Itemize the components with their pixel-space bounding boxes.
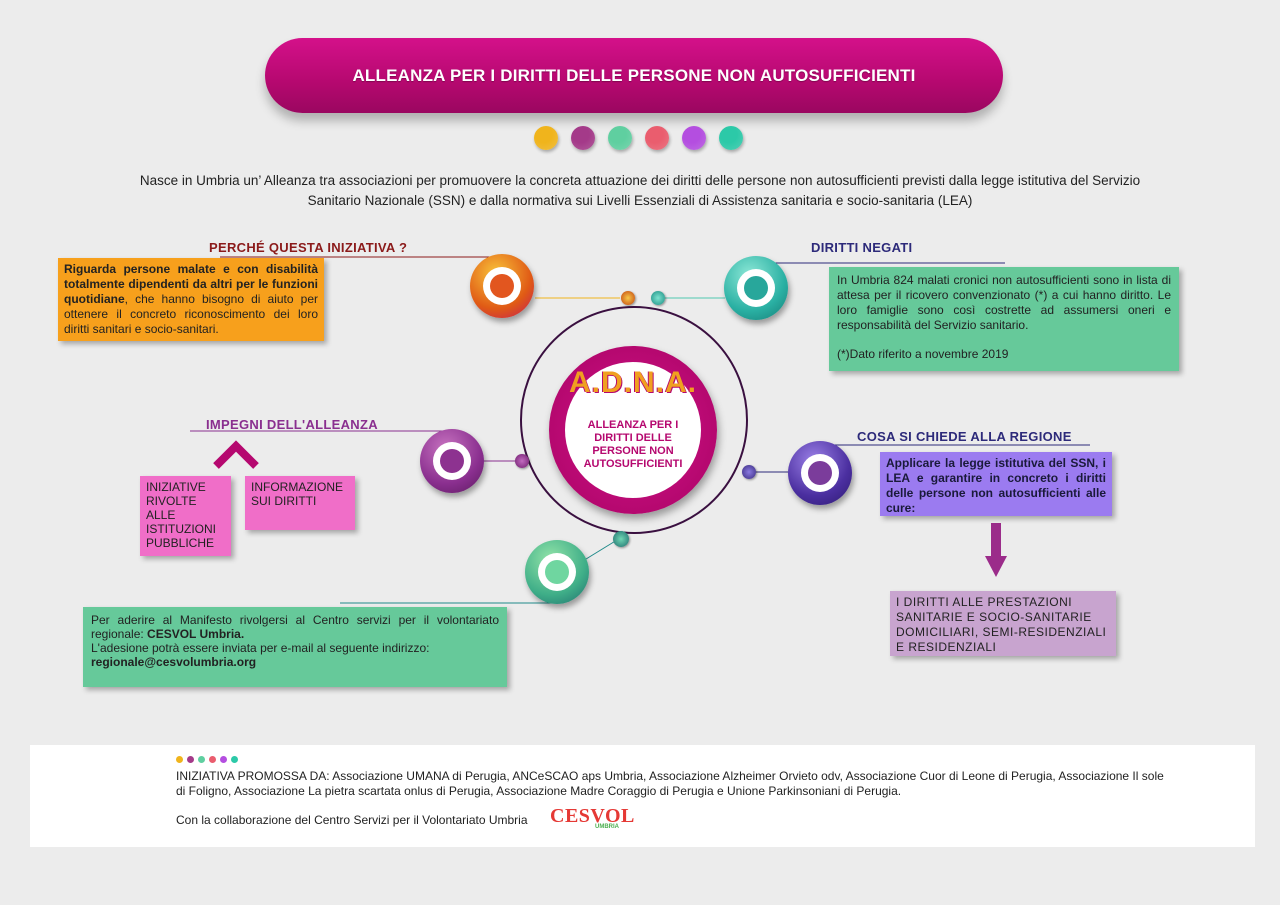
orbit-dot-purple-left (515, 454, 529, 468)
heading-impegni: IMPEGNI DELL'ALLEANZA (206, 417, 378, 432)
cesvol-logo-umbria: UMBRIA (595, 824, 619, 830)
chevron-up-icon (213, 440, 259, 469)
orbit-dot-teal (651, 291, 665, 305)
orbit-dot-orange (621, 291, 635, 305)
box-informazione: INFORMAZIONE SUI DIRITTI (245, 476, 355, 530)
box-iniziative: INIZIATIVE RIVOLTE ALLE ISTITUZIONI PUBB… (140, 476, 231, 556)
diritti-note: (*)Dato riferito a novembre 2019 (837, 347, 1009, 361)
header-dot (645, 126, 669, 150)
box-aderire: Per aderire al Manifesto rivolgersi al C… (83, 607, 507, 687)
center-logo-inner: A.D.N.A. ALLEANZA PER I DIRITTI DELLE PE… (565, 362, 701, 498)
footer-dot (198, 756, 205, 763)
intro-text: Nasce in Umbria un’ Alleanza tra associa… (139, 173, 1141, 208)
header-dot (719, 126, 743, 150)
cesvol-logo: CESVOL (550, 805, 635, 827)
perche-rest: , che hanno bisogno di aiuto per ottener… (64, 292, 318, 336)
diritti-text: In Umbria 824 malati cronici non autosuf… (837, 273, 1171, 332)
footer-promoted: INIZIATIVA PROMOSSA DA: Associazione UMA… (176, 769, 1164, 798)
footer-dots (176, 756, 238, 763)
regione-result: I DIRITTI ALLE PRESTAZIONI SANITARIE E S… (896, 595, 1107, 654)
logo-text: ALLEANZA PER I DIRITTI DELLE PERSONE NON… (583, 419, 683, 470)
footer-collab: Con la collaborazione del Centro Servizi… (176, 813, 528, 827)
heading-perche: PERCHÉ QUESTA INIZIATIVA ? (209, 240, 408, 255)
title-banner: ALLEANZA PER I DIRITTI DELLE PERSONE NON… (265, 38, 1003, 113)
ring-aderire (525, 540, 589, 604)
box-diritti: In Umbria 824 malati cronici non autosuf… (829, 267, 1179, 371)
down-arrow-head (985, 556, 1007, 577)
ring-diritti (724, 256, 788, 320)
aderire-bold1: CESVOL Umbria. (147, 627, 245, 641)
ring-impegni (420, 429, 484, 493)
footer-dot (209, 756, 216, 763)
header-dot (571, 126, 595, 150)
orbit-dot-purple-right (742, 465, 756, 479)
ring-regione (788, 441, 852, 505)
header-dot (608, 126, 632, 150)
box-regione-result: I DIRITTI ALLE PRESTAZIONI SANITARIE E S… (890, 591, 1116, 656)
down-arrow-shaft (991, 523, 1001, 559)
footer: INIZIATIVA PROMOSSA DA: Associazione UMA… (30, 745, 1255, 847)
center-logo: A.D.N.A. ALLEANZA PER I DIRITTI DELLE PE… (549, 346, 717, 514)
logo-acronym: A.D.N.A. (569, 366, 697, 399)
regione-text: Applicare la legge istitutiva del SSN, i… (886, 456, 1106, 515)
footer-dot (220, 756, 227, 763)
aderire-email[interactable]: regionale@cesvolumbria.org (91, 655, 257, 669)
heading-regione: COSA SI CHIEDE ALLA REGIONE (857, 429, 1072, 444)
page-title: ALLEANZA PER I DIRITTI DELLE PERSONE NON… (352, 65, 916, 85)
aderire-text1: Per aderire al Manifesto rivolgersi al C… (91, 613, 499, 641)
box-regione: Applicare la legge istitutiva del SSN, i… (880, 452, 1112, 516)
orbit-dot-green-bottom (613, 531, 629, 547)
aderire-text2: L'adesione potrà essere inviata per e-ma… (91, 641, 430, 655)
header-dot (534, 126, 558, 150)
footer-dot (176, 756, 183, 763)
perche-bold: Riguarda persone malate e con disabilità… (64, 262, 318, 306)
footer-dot (187, 756, 194, 763)
header-dot (682, 126, 706, 150)
footer-dot (231, 756, 238, 763)
heading-diritti: DIRITTI NEGATI (811, 240, 913, 255)
box-perche: Riguarda persone malate e con disabilità… (58, 258, 324, 341)
header-dots (534, 126, 743, 150)
ring-perche (470, 254, 534, 318)
